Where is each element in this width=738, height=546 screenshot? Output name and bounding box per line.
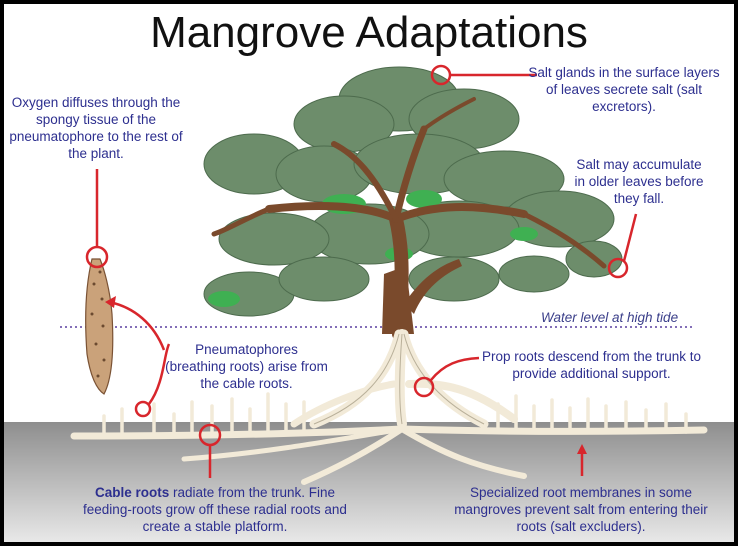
label-cable-roots: Cable roots radiate from the trunk. Fine… <box>80 484 350 535</box>
label-membranes: Specialized root membranes in some mangr… <box>454 485 708 534</box>
label-water-level: Water level at high tide <box>541 310 679 325</box>
label-cable-roots-bold: Cable roots <box>94 485 170 500</box>
pneumatophore-closeup <box>85 258 114 395</box>
label-salt-glands: Salt glands in the surface layers of lea… <box>528 65 720 114</box>
callout-prop-roots-circle <box>413 376 435 398</box>
membranes-arrowhead <box>577 444 587 454</box>
tree-canopy <box>203 66 623 317</box>
diagram-canvas: Mangrove Adaptations Oxygen diffuses thr… <box>4 4 734 542</box>
pneumatophores <box>102 392 688 436</box>
label-salt-accumulate: Salt may accumulate in older leaves befo… <box>574 157 704 206</box>
callout-markers <box>85 64 638 478</box>
label-prop-roots: Prop roots descend from the trunk to pro… <box>481 349 702 381</box>
label-pneumatophores: Pneumatophores (breathing roots) arise f… <box>165 342 328 391</box>
label-oxygen: Oxygen diffuses through the spongy tissu… <box>9 95 183 161</box>
tree-trunk <box>382 259 462 334</box>
callout-pneumatophores-circle <box>134 400 152 418</box>
mangrove-illustration <box>4 64 734 542</box>
diagram-title: Mangrove Adaptations <box>150 8 588 57</box>
callout-arrowhead <box>105 296 116 308</box>
callout-salt-accumulate-circle <box>607 257 629 279</box>
label-cable-roots-text: radiate from the trunk. Fine feeding-roo… <box>83 485 347 534</box>
mud-ground <box>4 422 734 542</box>
